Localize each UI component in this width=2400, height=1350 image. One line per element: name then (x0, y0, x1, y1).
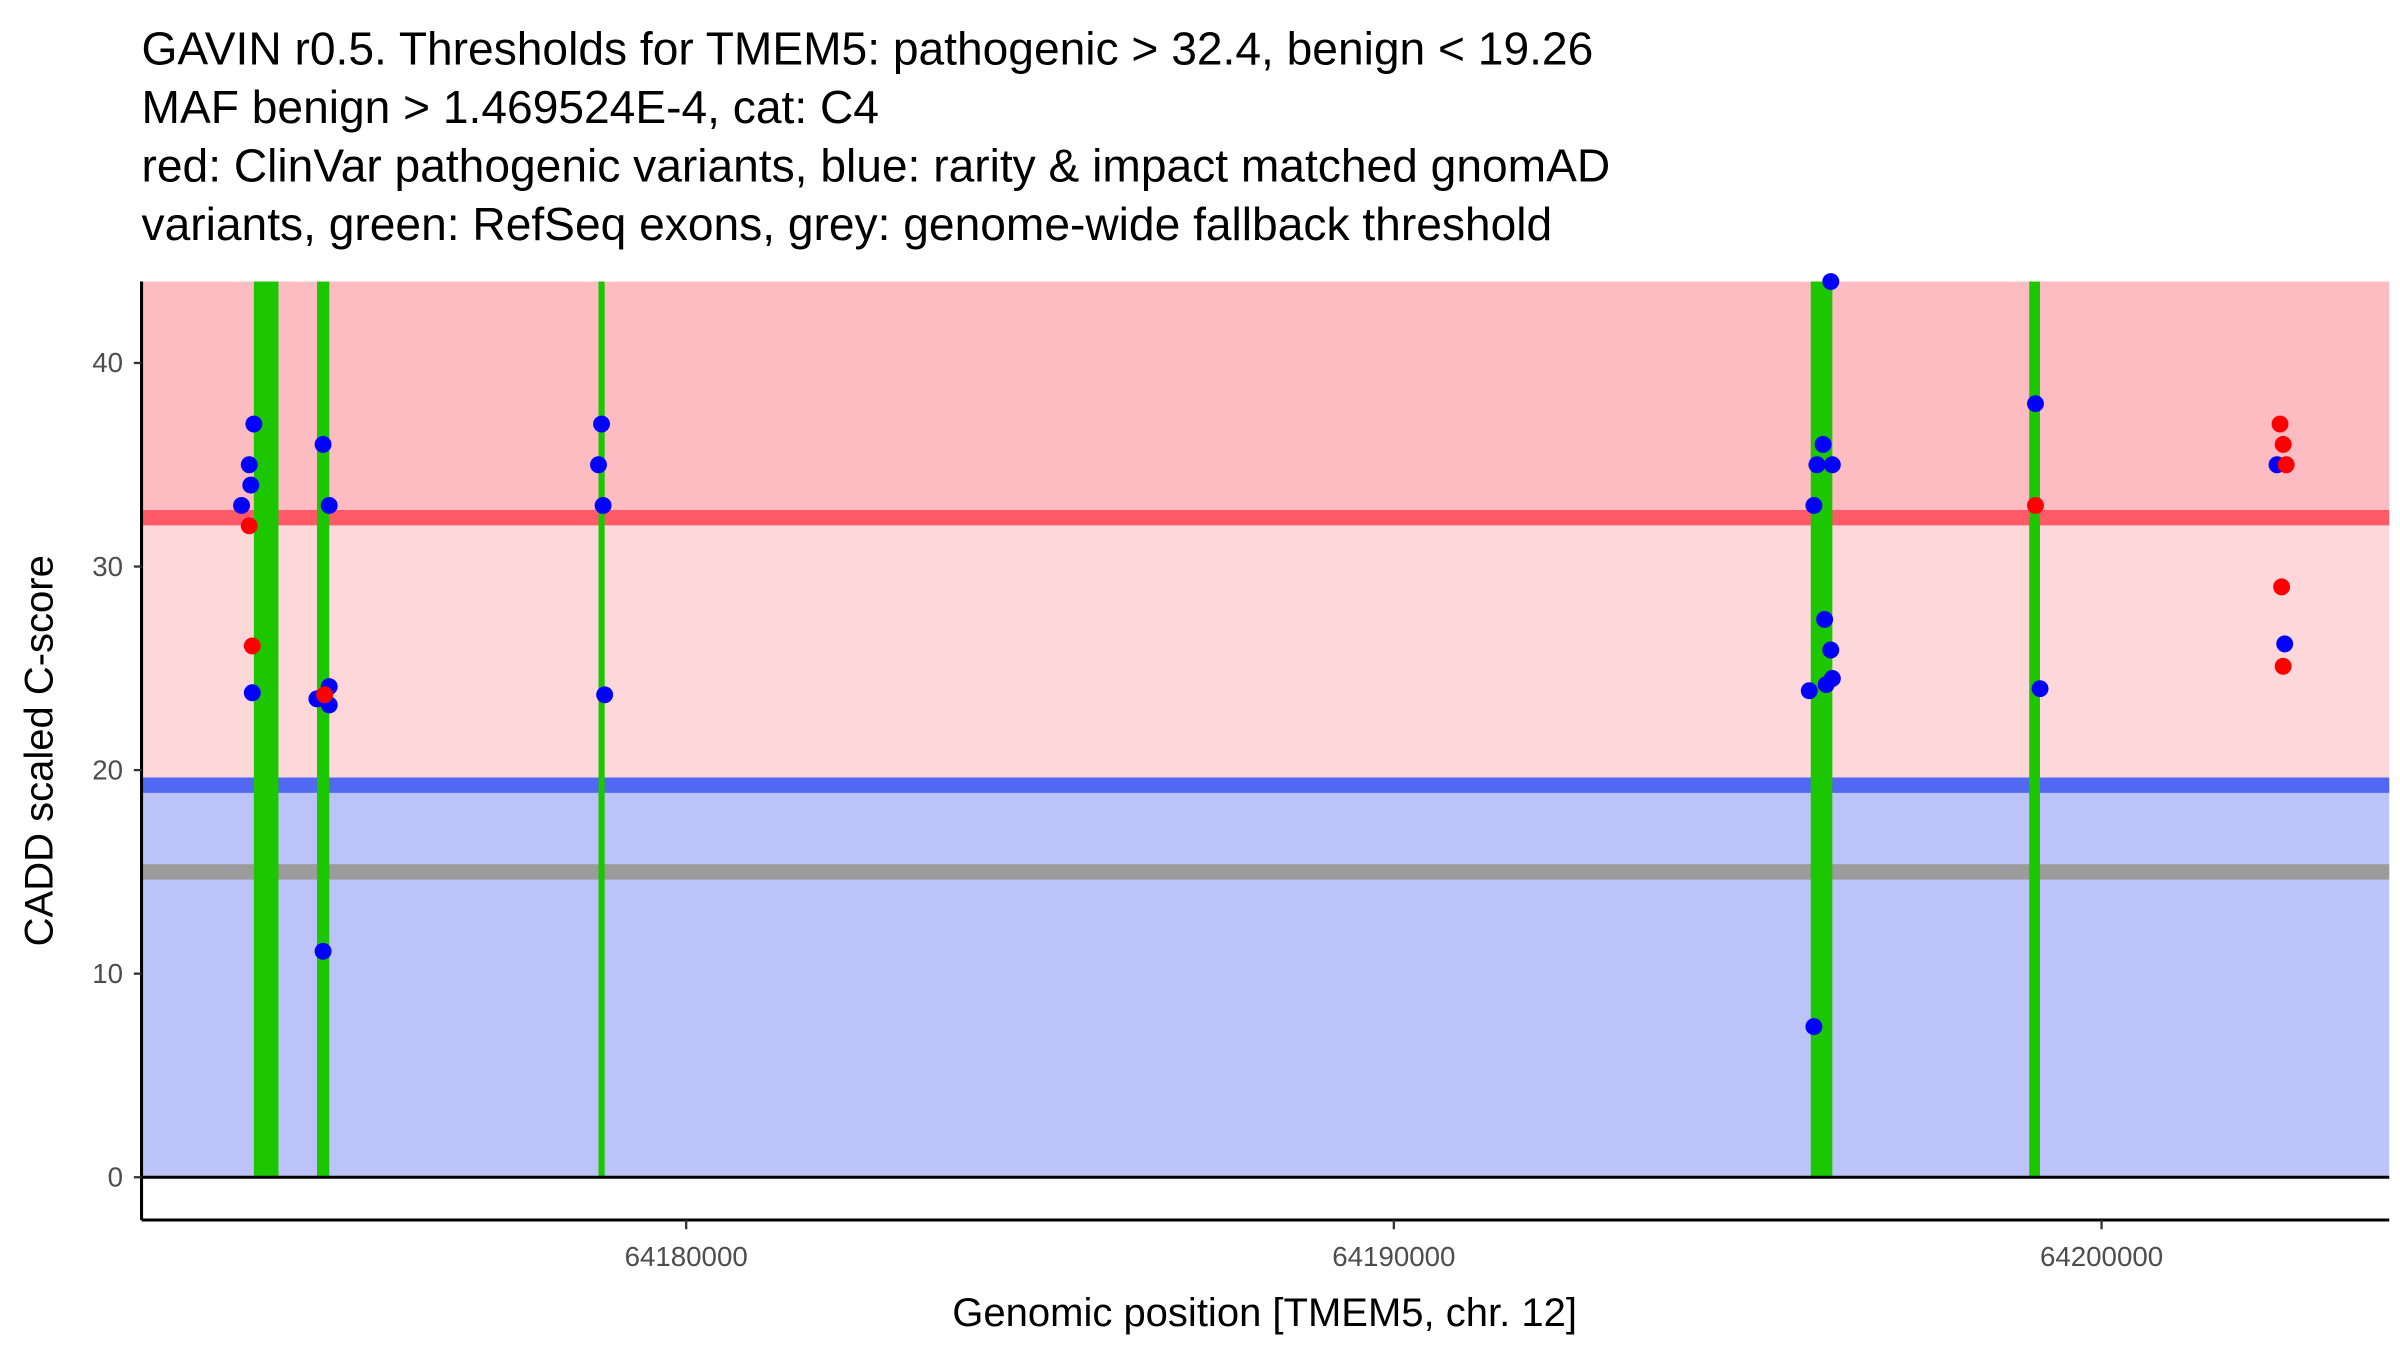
gnomad-variant-point (320, 497, 338, 514)
gnomad-variant-point (2031, 680, 2049, 698)
plot-panel (141, 273, 2390, 1179)
gnomad-variant-point (1817, 676, 1835, 694)
clinvar-variant-point (240, 517, 258, 535)
gnomad-variant-point (242, 476, 260, 494)
gnomad-variant-point (243, 684, 261, 702)
x-tick-label: 64200000 (2040, 1241, 2163, 1272)
title-line-1: GAVIN r0.5. Thresholds for TMEM5: pathog… (142, 23, 1594, 75)
x-tick-label: 64180000 (625, 1241, 748, 1272)
x-axis-label: Genomic position [TMEM5, chr. 12] (952, 1291, 1577, 1335)
gnomad-variant-point (1800, 682, 1818, 700)
gnomad-variant-point (233, 497, 250, 514)
benign-threshold-line (141, 777, 2390, 793)
exon-bar (316, 281, 330, 1178)
exon-bar (253, 281, 279, 1178)
exon-bar (1810, 281, 1833, 1178)
gnomad-variant-point (1823, 456, 1841, 474)
x-tick-label: 64190000 (1332, 1241, 1455, 1272)
clinvar-variant-point (2026, 497, 2044, 514)
exon-bar (598, 281, 605, 1178)
y-tick-label: 20 (92, 754, 123, 785)
fallback-threshold-line (141, 864, 2390, 880)
gnomad-variant-point (593, 415, 610, 433)
gnomad-variant-point (1805, 1018, 1823, 1036)
clinvar-variant-point (316, 686, 334, 704)
axes: 0 10 20 30 40 64180000 64190000 64200000 (92, 281, 2390, 1272)
clinvar-variant-point (2274, 657, 2292, 675)
clinvar-variant-point (2277, 456, 2295, 474)
gnomad-variant-point (2026, 395, 2044, 413)
clinvar-variant-point (2271, 415, 2289, 433)
benign-zone (141, 785, 2390, 1178)
y-tick-label: 30 (92, 551, 123, 582)
gnomad-variant-point (245, 415, 263, 433)
pathogenic-threshold-line (141, 509, 2390, 526)
gnomad-variant-point (1814, 435, 1832, 453)
y-tick-label: 40 (92, 347, 123, 378)
y-tick-label: 0 (108, 1161, 123, 1192)
gnomad-variant-point (590, 456, 607, 474)
clinvar-variant-point (2273, 578, 2291, 596)
pathogenic-zone (141, 281, 2390, 518)
clinvar-variant-point (243, 637, 261, 655)
y-tick-label: 10 (92, 958, 123, 989)
gnomad-variant-point (594, 497, 612, 514)
gnomad-variant-point (1805, 497, 1823, 514)
y-axis-label: CADD scaled C-score (17, 555, 61, 946)
gnomad-variant-point (1808, 456, 1826, 474)
uncertain-zone (141, 517, 2390, 786)
title-line-4: variants, green: RefSeq exons, grey: gen… (142, 198, 1553, 250)
gnomad-variant-point (2276, 635, 2294, 653)
title-line-2: MAF benign > 1.469524E-4, cat: C4 (142, 81, 879, 133)
gnomad-variant-point (1816, 611, 1834, 628)
gnomad-variant-point (314, 435, 332, 453)
gnomad-variant-point (1822, 273, 1840, 290)
clinvar-variant-point (2274, 435, 2292, 453)
gnomad-variant-point (314, 942, 332, 960)
gnomad-variant-point (240, 456, 258, 474)
chart-title: GAVIN r0.5. Thresholds for TMEM5: pathog… (142, 23, 1611, 250)
gnomad-variant-point (596, 686, 614, 704)
title-line-3: red: ClinVar pathogenic variants, blue: … (142, 140, 1611, 192)
gnomad-variant-point (1822, 641, 1840, 659)
exon-bar (2029, 281, 2040, 1178)
